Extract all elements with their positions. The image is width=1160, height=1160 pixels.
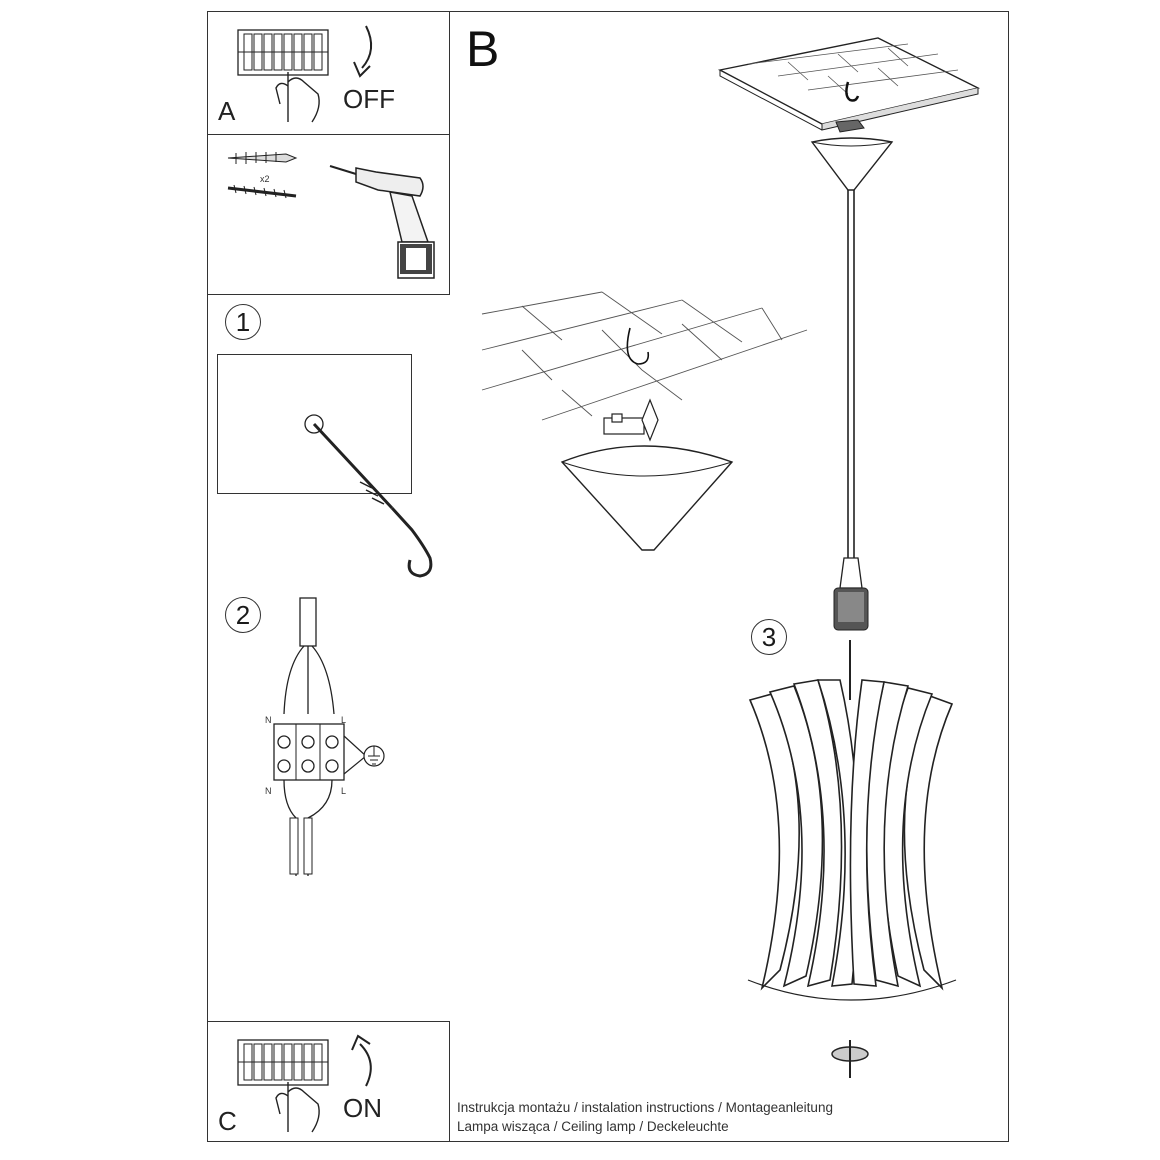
drill-icon bbox=[329, 165, 435, 279]
wire-label-n-top: N bbox=[265, 715, 272, 725]
ceiling-cup-and-cord bbox=[810, 119, 894, 631]
fuse-box-on-icon bbox=[237, 1039, 329, 1133]
off-label: OFF bbox=[343, 84, 395, 114]
panel-b-letter: B bbox=[466, 21, 500, 77]
fuse-box-off-icon bbox=[237, 29, 329, 123]
step-1-number: 1 bbox=[225, 304, 261, 340]
arrow-up-icon bbox=[351, 1034, 372, 1087]
quantity-label: x2 bbox=[260, 174, 270, 184]
caption-product: Lampa wisząca / Ceiling lamp / Deckeleuc… bbox=[457, 1119, 729, 1134]
step-2-number: 2 bbox=[225, 597, 261, 633]
wall-plug-icon bbox=[227, 152, 298, 199]
panel-a-letter: A bbox=[218, 96, 236, 126]
hook-anchor-icon bbox=[304, 414, 433, 578]
arrow-down-icon bbox=[353, 25, 373, 78]
caption-instructions: Instrukcja montażu / instalation instruc… bbox=[457, 1100, 833, 1115]
ceiling-detail-view bbox=[481, 291, 808, 551]
wire-label-l-top: L bbox=[341, 715, 347, 725]
lamp-shade bbox=[747, 640, 957, 1078]
step-3-number: 3 bbox=[751, 619, 787, 655]
manual-frame bbox=[207, 11, 1009, 1142]
panel-steps-1-2 bbox=[207, 294, 450, 295]
wiring-diagram bbox=[273, 597, 385, 876]
wire-label-n-bottom: N bbox=[265, 786, 272, 796]
on-label: ON bbox=[343, 1093, 382, 1123]
panel-c-letter: C bbox=[218, 1106, 237, 1136]
ceiling-plate bbox=[717, 37, 981, 131]
wire-label-l-bottom: L bbox=[341, 786, 347, 796]
